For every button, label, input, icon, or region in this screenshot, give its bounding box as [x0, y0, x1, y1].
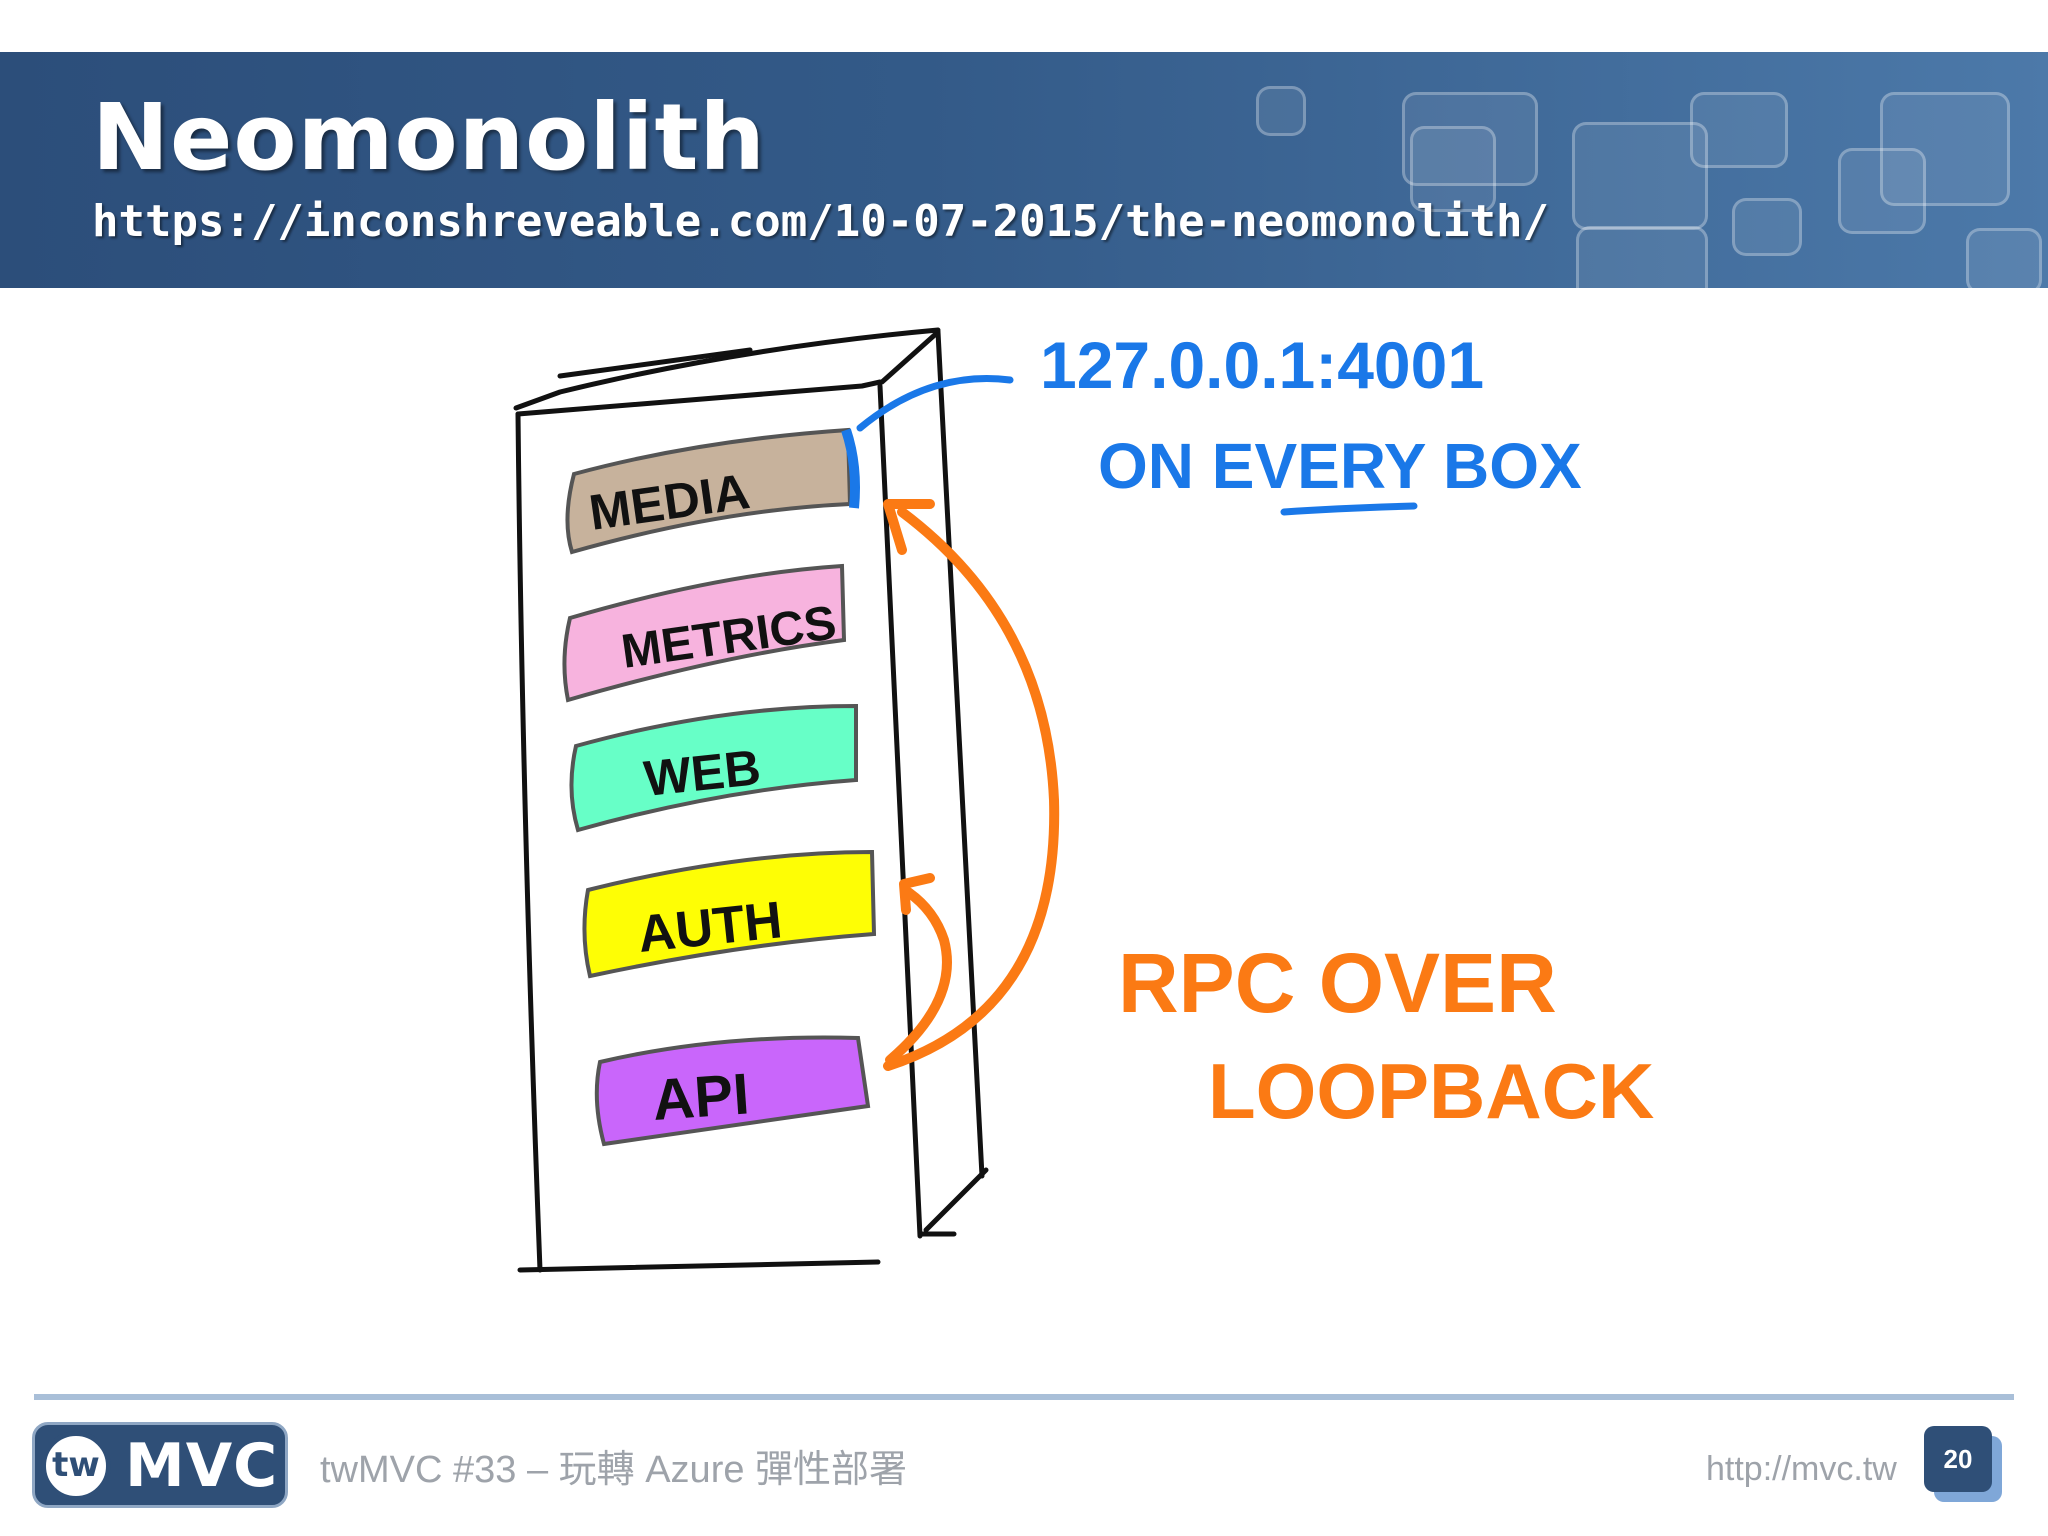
decor-square	[1880, 92, 2010, 206]
rpc-arrows	[883, 499, 1060, 1071]
port-marker	[841, 428, 860, 509]
service-bar	[565, 427, 853, 555]
address-connector	[856, 375, 1014, 432]
rpc-arrow-to-media	[883, 507, 1060, 1071]
service-auth: AUTH	[582, 849, 877, 979]
twmvc-logo: tw MVC	[32, 1422, 288, 1508]
decor-square	[1410, 126, 1496, 212]
server-box	[513, 327, 989, 1273]
decor-square	[1690, 92, 1788, 168]
slide-subtitle-url: https://inconshreveable.com/10-07-2015/t…	[92, 196, 1549, 247]
logo-tw-badge: tw	[41, 1431, 111, 1501]
service-web: WEB	[569, 703, 858, 833]
rpc-note-line1: RPC OVER	[1118, 936, 1557, 1030]
decor-square	[1572, 122, 1708, 230]
rpc-arrow-to-auth	[885, 887, 952, 1065]
page-number-badge: 20	[1924, 1426, 1992, 1492]
service-bar	[582, 849, 877, 979]
service-bar	[562, 563, 847, 703]
footer-divider	[34, 1394, 2014, 1400]
footer-event-title: twMVC #33 – 玩轉 Azure 彈性部署	[320, 1449, 908, 1491]
every-box-note: ON EVERY BOX	[1098, 430, 1582, 502]
address-note: 127.0.0.1:4001	[1040, 328, 1484, 402]
every-underline	[1280, 502, 1418, 516]
service-api: API	[594, 1035, 871, 1147]
service-label: WEB	[641, 739, 763, 807]
service-bar	[594, 1035, 871, 1147]
rpc-note-line2: LOOPBACK	[1208, 1047, 1654, 1135]
service-label: API	[650, 1061, 751, 1133]
decor-square	[1402, 92, 1538, 186]
decor-square	[1838, 148, 1926, 234]
arrowhead-auth	[899, 873, 935, 915]
decor-square	[1576, 226, 1708, 288]
logo-mvc-text: MVC	[125, 1431, 279, 1501]
service-bar	[569, 703, 858, 833]
service-media: MEDIA	[565, 427, 860, 555]
title-banner	[0, 52, 2048, 288]
service-metrics: METRICS	[562, 563, 847, 703]
decor-square	[1966, 228, 2042, 288]
decor-square	[1256, 86, 1306, 136]
arrowhead-media	[883, 499, 935, 555]
slide-title: Neomonolith	[92, 84, 766, 191]
footer-site-url[interactable]: http://mvc.tw	[1706, 1450, 1897, 1488]
decor-square	[1732, 198, 1802, 256]
